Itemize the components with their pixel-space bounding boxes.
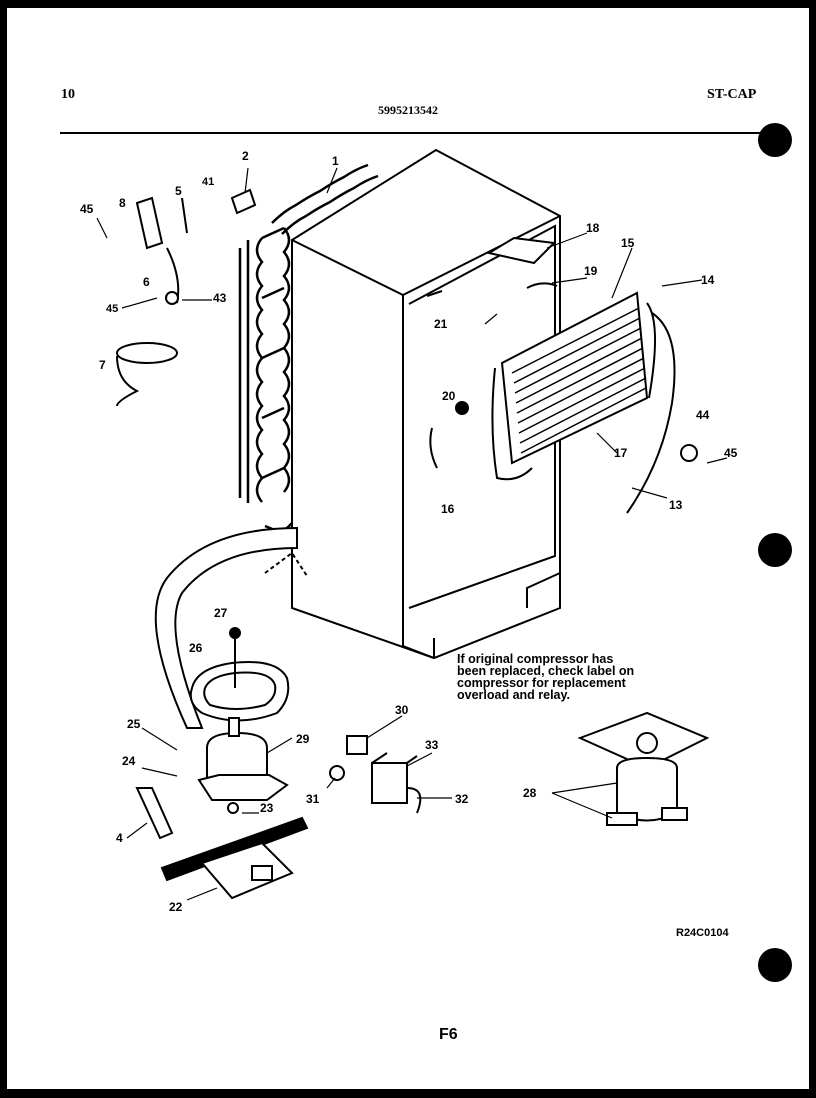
parts-diagram-page: 10 5995213542 ST-CAP — [7, 8, 809, 1089]
callout-25: 25 — [127, 717, 141, 731]
callout-14: 14 — [701, 273, 715, 287]
power-cord — [116, 188, 698, 469]
relay-overload — [329, 735, 422, 814]
cabinet — [291, 148, 561, 660]
figure-code: R24C0104 — [676, 927, 729, 939]
callout-8: 8 — [119, 196, 126, 210]
header-rule — [60, 132, 772, 134]
callout-1: 1 — [332, 154, 339, 168]
callout-4: 4 — [116, 831, 123, 845]
callout-26: 26 — [189, 641, 203, 655]
callout-6: 6 — [143, 275, 150, 289]
leader-lines — [96, 167, 728, 901]
footer-page-label: F6 — [439, 1026, 458, 1043]
callout-30: 30 — [395, 703, 409, 717]
note-line: If original compressor has — [457, 652, 614, 666]
model-code: ST-CAP — [707, 87, 757, 102]
callout-16: 16 — [441, 502, 455, 516]
compressor-replacement-note: If original compressor has been replaced… — [457, 652, 687, 702]
page-number: 10 — [61, 87, 75, 102]
compressor — [197, 717, 289, 814]
callout-19: 19 — [584, 264, 598, 278]
callout-22: 22 — [169, 900, 183, 914]
callout-24: 24 — [122, 754, 136, 768]
callout-44: 44 — [696, 408, 710, 422]
callout-5: 5 — [175, 184, 182, 198]
callout-17: 17 — [614, 446, 628, 460]
callout-41: 41 — [202, 176, 215, 188]
callout-45-right: 45 — [724, 446, 738, 460]
base-rail — [160, 816, 309, 900]
callout-31: 31 — [306, 792, 320, 806]
callout-13: 13 — [669, 498, 683, 512]
note-line: been replaced, check label on — [457, 664, 635, 678]
note-line: compressor for replacement — [457, 676, 626, 690]
callout-33: 33 — [425, 738, 439, 752]
part-4 — [135, 787, 174, 840]
punch-hole-top — [758, 123, 792, 157]
callout-21: 21 — [434, 317, 448, 331]
callout-27: 27 — [214, 606, 228, 620]
condenser-coil — [238, 163, 379, 535]
exploded-view-drawing — [96, 148, 728, 901]
callout-28: 28 — [523, 786, 537, 800]
callout-18: 18 — [586, 221, 600, 235]
callout-32: 32 — [455, 792, 469, 806]
callout-15: 15 — [621, 236, 635, 250]
evaporator — [486, 236, 676, 514]
note-line: overload and relay. — [457, 688, 571, 702]
drain-hose — [154, 526, 298, 729]
callout-23: 23 — [260, 801, 274, 815]
callout-2: 2 — [242, 149, 249, 163]
drain-pan — [189, 627, 290, 722]
callout-20: 20 — [442, 389, 456, 403]
callout-43: 43 — [213, 291, 227, 305]
compressor-inset — [577, 711, 710, 826]
callout-45-top: 45 — [80, 202, 94, 216]
part-number: 5995213542 — [378, 103, 438, 117]
callout-7: 7 — [99, 358, 106, 372]
punch-hole-middle — [758, 533, 792, 567]
callout-45-left: 45 — [106, 303, 119, 315]
punch-hole-bottom — [758, 948, 792, 982]
callout-29: 29 — [296, 732, 310, 746]
